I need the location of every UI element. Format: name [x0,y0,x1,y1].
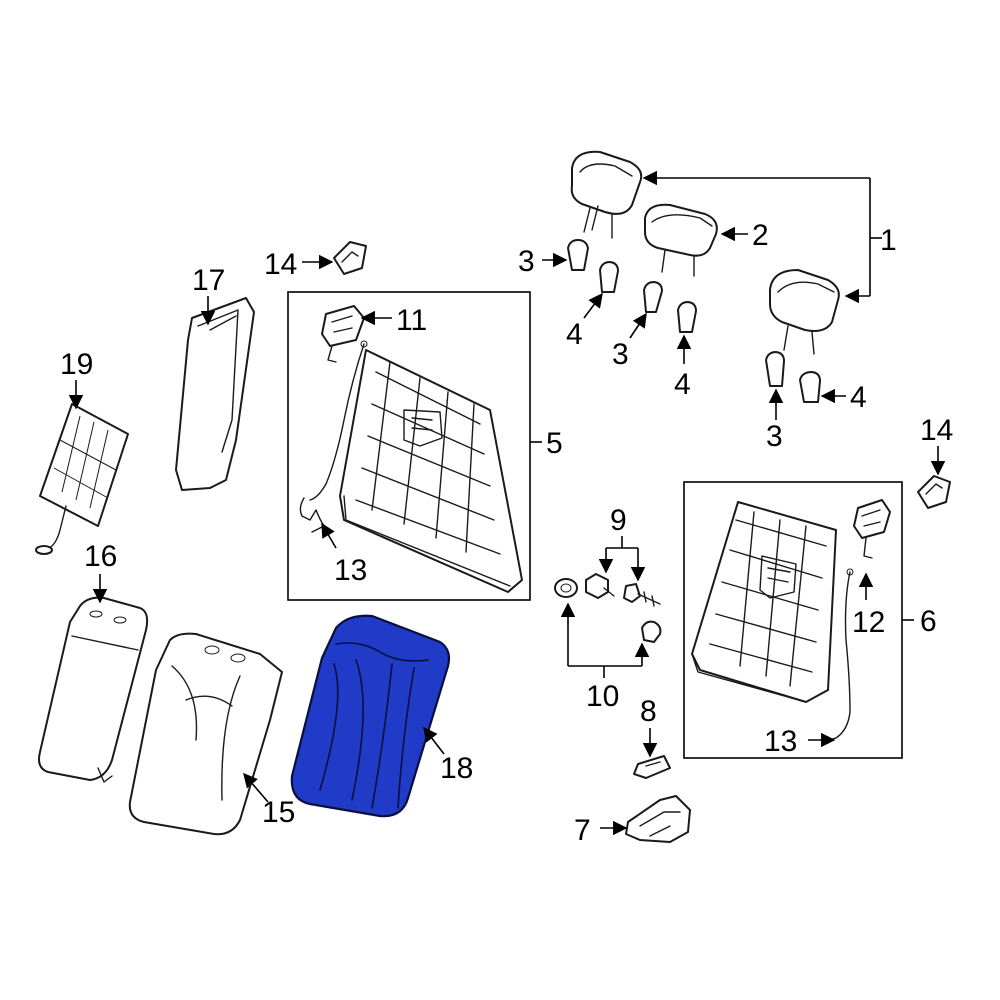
clip-14b-icon [917,475,951,509]
seatback-pad-16-icon [38,596,149,783]
callout-13b: 13 [764,725,797,758]
callout-8: 8 [640,695,657,728]
callout-14b: 14 [920,414,953,447]
callout-19: 19 [60,348,93,381]
bolt-9a-icon [585,573,615,599]
belt-retractor-12-icon [853,499,891,559]
callout-4a: 4 [566,318,583,351]
nut-10b-icon [641,620,662,643]
callout-4b: 4 [674,368,691,401]
bracket-8-icon [633,755,671,779]
callout-16: 16 [84,540,117,573]
frame-group-box-5 [287,291,531,601]
callout-3b: 3 [612,338,629,371]
seatback-frame-right-icon [691,501,837,703]
callout-10: 10 [586,680,619,713]
callout-18: 18 [440,752,473,785]
leaders [68,170,946,836]
seatback-cover-15-icon [128,632,283,836]
headrest-center-icon[interactable] [644,203,718,277]
guide-sleeve-4c-icon [799,371,821,403]
callout-13a: 13 [334,554,367,587]
callout-17: 17 [192,264,225,297]
bracket-7-icon [625,795,691,843]
guide-sleeve-3c-icon [765,351,785,387]
heater-mat-19-icon [35,403,129,555]
callout-1: 1 [880,224,897,257]
callout-6: 6 [920,605,937,638]
callout-15: 15 [262,796,295,829]
callout-9: 9 [610,504,627,537]
side-trim-panel-17-icon [175,297,255,491]
seatback-cover-18-highlighted-icon[interactable] [290,614,451,818]
headrest-left-icon[interactable] [570,150,643,239]
callout-14a: 14 [264,248,297,281]
guide-sleeve-3a-icon [567,239,589,271]
callout-2: 2 [752,219,769,252]
callout-4c: 4 [850,381,867,414]
callout-3c: 3 [766,420,783,453]
seatback-frame-left-icon [339,349,523,593]
callout-3a: 3 [518,245,535,278]
guide-sleeve-4a-icon [599,261,619,293]
belt-retractor-11-icon [321,305,365,363]
bolt-9b-icon [623,583,661,607]
callout-5: 5 [546,427,563,460]
callout-7: 7 [574,814,591,847]
nut-10a-icon [554,578,578,598]
guide-sleeve-4b-icon [677,301,697,333]
clip-14a-icon [333,241,367,275]
guide-sleeve-3b-icon [643,281,663,313]
callout-12: 12 [852,606,885,639]
headrest-right-icon[interactable] [769,269,840,355]
callout-11: 11 [396,304,427,337]
